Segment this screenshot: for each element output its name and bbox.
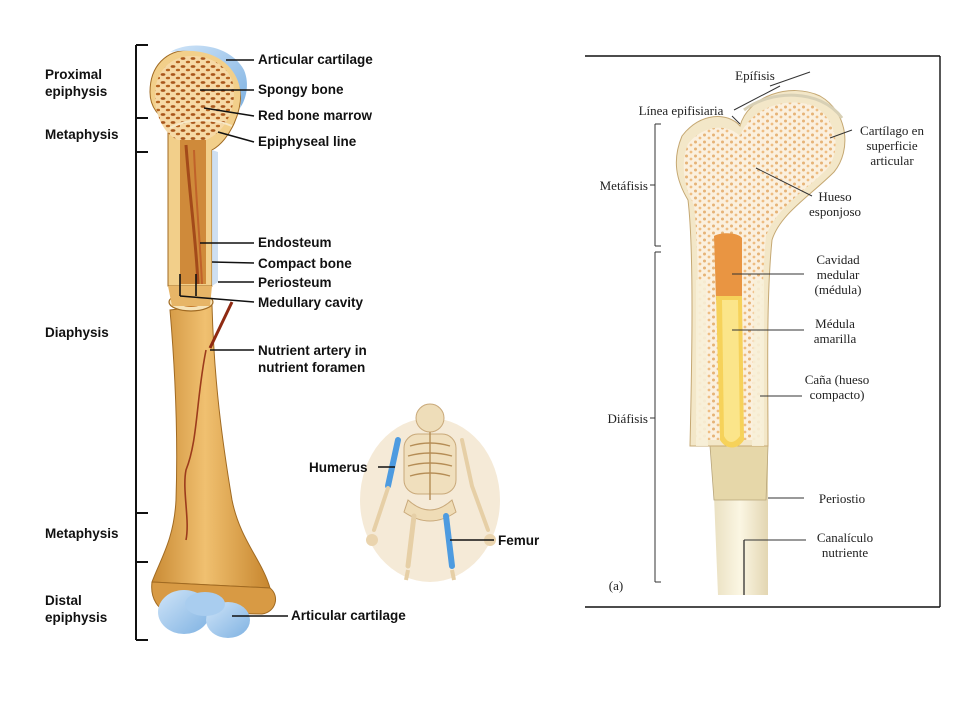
skeleton-leader-lines <box>378 466 494 541</box>
label-cartilago: Cartílago en superficie articular <box>860 123 924 168</box>
label-medula-amarilla: Médula amarilla <box>813 316 857 346</box>
label-cavidad-medular: Cavidad medular (médula) <box>814 252 862 297</box>
label-distal-epiphysis: Distal epiphysis <box>45 593 108 625</box>
right-region-brackets <box>650 123 661 583</box>
humerus-illustration <box>149 45 277 638</box>
label-periosteum: Periosteum <box>258 275 332 290</box>
label-canaliculo: Canalículo nutriente <box>816 530 874 560</box>
label-medullary-cavity: Medullary cavity <box>258 295 364 310</box>
label-spongy-bone: Spongy bone <box>258 82 344 97</box>
panel-letter: (a) <box>608 578 624 593</box>
distal-articular-cartilage <box>158 590 250 638</box>
label-proximal-epiphysis: Proximal epiphysis <box>45 67 108 99</box>
label-endosteum: Endosteum <box>258 235 332 250</box>
label-metaphysis-top: Metaphysis <box>45 127 119 142</box>
label-diaphysis: Diaphysis <box>45 325 109 340</box>
label-metafisis: Metáfisis <box>599 178 648 193</box>
label-femur: Femur <box>498 533 540 548</box>
label-articular-cartilage-bottom: Articular cartilage <box>291 608 406 623</box>
skeleton-inset <box>360 403 500 582</box>
label-epiphyseal-line: Epiphyseal line <box>258 134 357 149</box>
label-metaphysis-bottom: Metaphysis <box>45 526 119 541</box>
label-compact-bone: Compact bone <box>258 256 352 271</box>
right-figure-frame <box>585 55 941 608</box>
region-bracket <box>135 44 148 641</box>
femur-illustration <box>675 90 846 595</box>
label-linea-epifisiaria: Línea epifisiaria <box>638 103 724 118</box>
right-leader-lines <box>731 71 853 541</box>
label-hueso-esponjoso: Hueso esponjoso <box>809 189 861 219</box>
left-leader-lines <box>179 59 288 617</box>
label-articular-cartilage-top: Articular cartilage <box>258 52 373 67</box>
label-nutrient-artery: Nutrient artery in nutrient foramen <box>258 343 367 375</box>
label-cana: Caña (hueso compacto) <box>804 372 870 402</box>
label-diafisis: Diáfisis <box>607 411 648 426</box>
label-humerus: Humerus <box>309 460 368 475</box>
label-red-bone-marrow: Red bone marrow <box>258 108 373 123</box>
label-epifisis: Epífisis <box>735 68 775 83</box>
label-periostio: Periostio <box>818 491 866 506</box>
